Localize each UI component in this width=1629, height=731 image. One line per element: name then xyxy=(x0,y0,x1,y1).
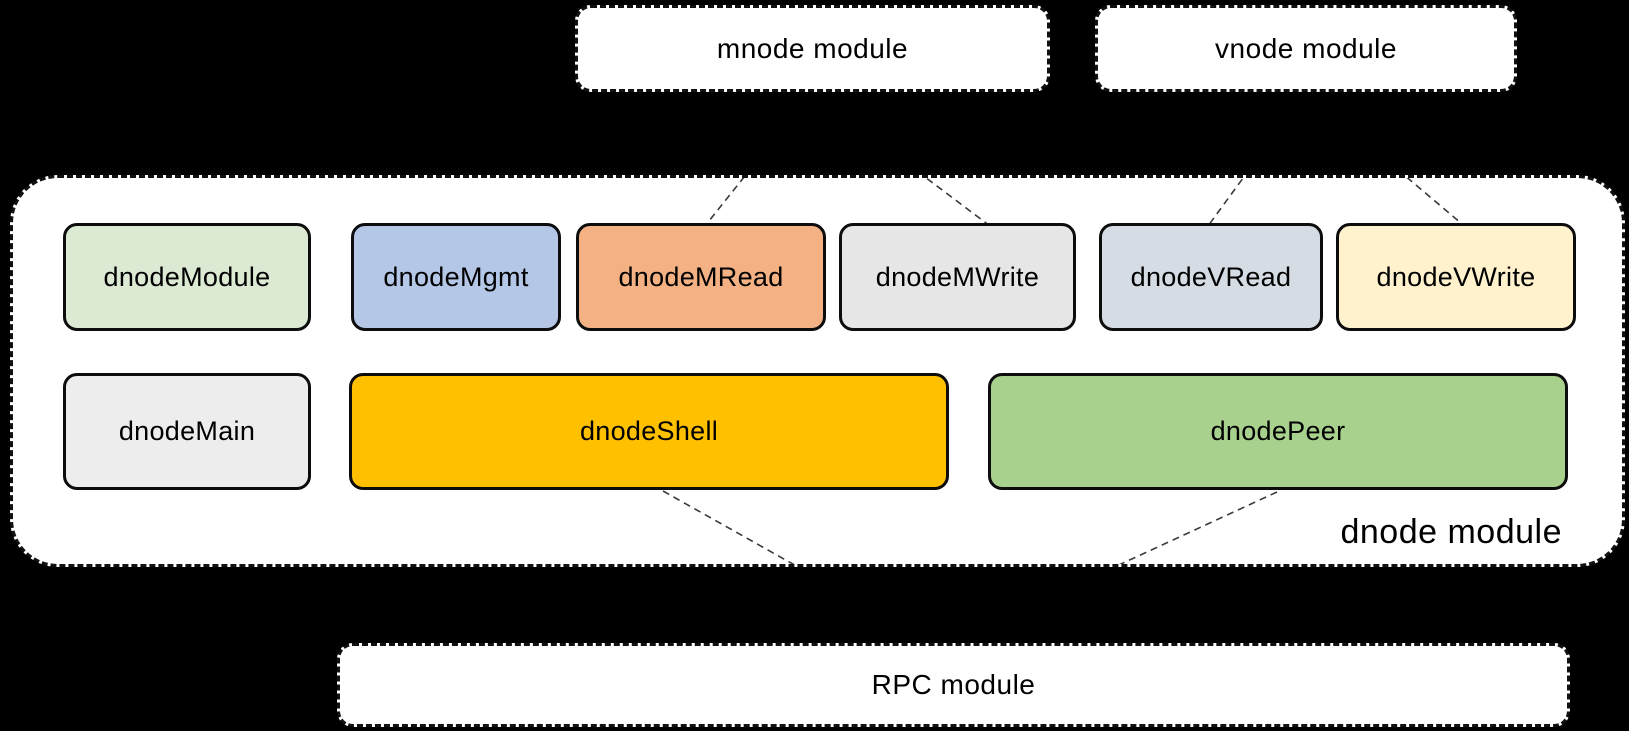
dnodeMain-label: dnodeMain xyxy=(118,416,256,446)
rpc-module-box: RPC module xyxy=(337,643,1570,727)
dnodePeer-box: dnodePeer xyxy=(988,373,1568,490)
dnodeShell-box: dnodeShell xyxy=(349,373,949,490)
vnode-module-box: vnode module xyxy=(1095,5,1517,92)
dnode-module-label: dnode module xyxy=(1340,513,1562,551)
connector-dnodeShell-rpc xyxy=(662,490,795,564)
connector-dnodePeer-rpc xyxy=(1119,491,1278,564)
dnodeShell-label: dnodeShell xyxy=(579,416,719,446)
dnodeVRead-box: dnodeVRead xyxy=(1099,223,1323,331)
rpc-module-label: RPC module xyxy=(871,669,1036,700)
dnodeMain-box: dnodeMain xyxy=(63,373,311,490)
connector-vnode-dnodeVWrite xyxy=(1406,178,1463,225)
dnodeVRead-label: dnodeVRead xyxy=(1130,261,1292,292)
dnodeModule-label: dnodeModule xyxy=(103,261,271,292)
connector-vnode-dnodeVRead xyxy=(1207,178,1245,227)
dnodeVWrite-box: dnodeVWrite xyxy=(1336,223,1576,331)
dnodeMWrite-box: dnodeMWrite xyxy=(839,223,1076,331)
dnodeMRead-box: dnodeMRead xyxy=(576,223,826,331)
dnodeMgmt-label: dnodeMgmt xyxy=(383,261,529,292)
dnodeVWrite-label: dnodeVWrite xyxy=(1376,261,1536,292)
dnodeMRead-label: dnodeMRead xyxy=(618,261,784,292)
connector-mnode-dnodeMRead xyxy=(704,178,745,227)
dnodeMgmt-box: dnodeMgmt xyxy=(351,223,561,331)
vnode-module-label: vnode module xyxy=(1215,32,1397,64)
mnode-module-label: mnode module xyxy=(716,32,909,64)
dnodePeer-label: dnodePeer xyxy=(1210,416,1346,446)
mnode-module-box: mnode module xyxy=(575,5,1050,92)
dnodeMWrite-label: dnodeMWrite xyxy=(875,261,1040,292)
dnodeModule-box: dnodeModule xyxy=(63,223,311,331)
connector-mnode-dnodeMWrite xyxy=(924,178,991,227)
dnode-module-container: dnodeModule dnodeMgmt dnodeMRead dnodeMW… xyxy=(10,175,1625,567)
